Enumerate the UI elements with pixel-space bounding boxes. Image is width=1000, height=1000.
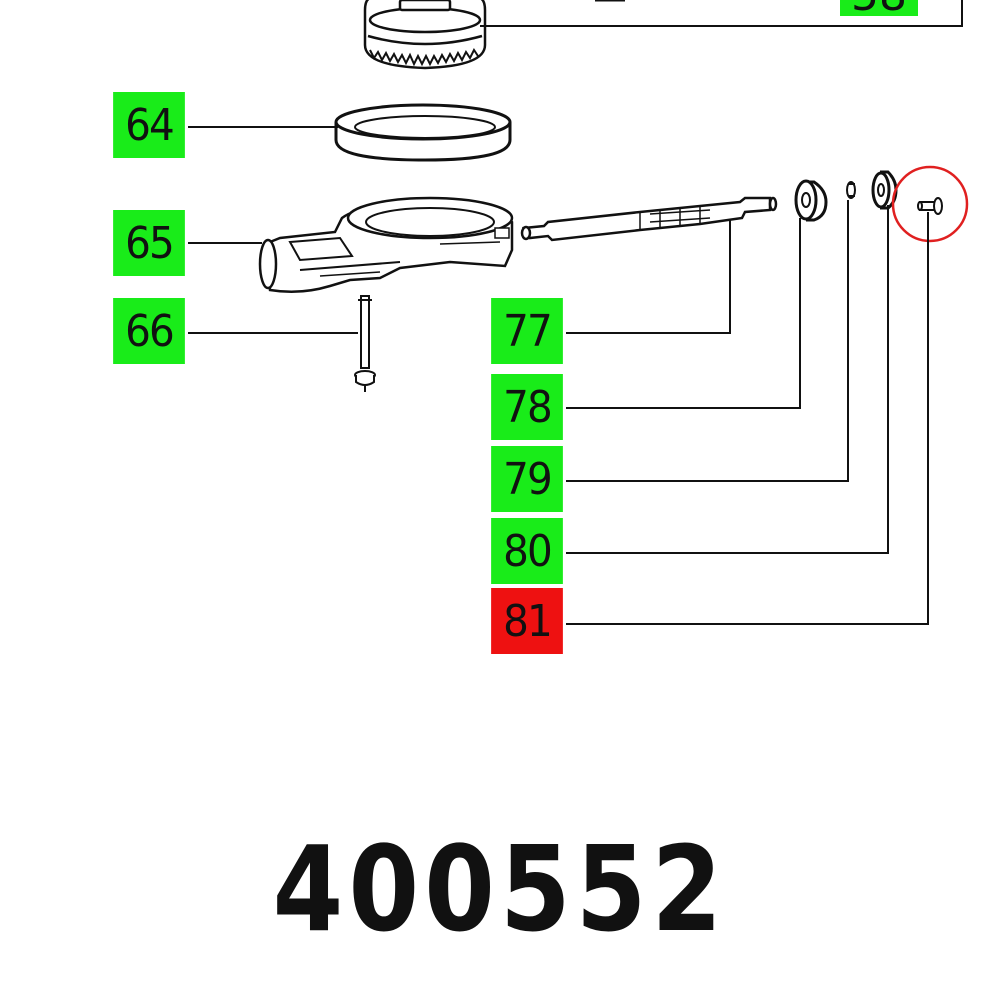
callout-label: 77 bbox=[503, 305, 553, 357]
screw-part bbox=[354, 295, 376, 392]
ring-seal-part bbox=[334, 103, 512, 162]
retaining-ring-part bbox=[846, 181, 856, 199]
callout-label: 78 bbox=[503, 381, 553, 433]
leader-lines bbox=[188, 126, 929, 625]
callout-label: 66 bbox=[125, 305, 175, 357]
callout-66[interactable]: 66 bbox=[113, 298, 185, 364]
part-number: 400552 bbox=[272, 820, 728, 958]
highlight-circle bbox=[891, 165, 969, 243]
leader-line-78 bbox=[566, 218, 801, 409]
leader-line-80 bbox=[566, 205, 889, 554]
leader-line-top bbox=[480, 0, 963, 27]
callout-label: 65 bbox=[125, 217, 175, 269]
callout-label: 80 bbox=[503, 525, 553, 577]
callout-label: 64 bbox=[125, 99, 175, 151]
bearing-small-part bbox=[871, 170, 898, 210]
callout-64[interactable]: 64 bbox=[113, 92, 185, 158]
callout-box-partial bbox=[840, 0, 918, 16]
pin-part bbox=[917, 197, 943, 215]
callout-65[interactable]: 65 bbox=[113, 210, 185, 276]
bearing-part bbox=[794, 179, 828, 222]
callout-78[interactable]: 78 bbox=[491, 374, 563, 440]
shaft-part bbox=[520, 196, 778, 242]
callout-81[interactable]: 81 bbox=[491, 588, 563, 654]
callout-label-partial: 58 bbox=[851, 0, 907, 21]
callout-79[interactable]: 79 bbox=[491, 446, 563, 512]
callout-label: 79 bbox=[503, 453, 553, 505]
leader-line-79 bbox=[566, 200, 849, 482]
gear-housing-part bbox=[258, 196, 514, 294]
leader-line-77 bbox=[566, 220, 731, 334]
leader-line-81 bbox=[566, 212, 929, 625]
gear-assembly-part bbox=[363, 0, 487, 70]
callout-label: 81 bbox=[503, 595, 553, 647]
callout-80[interactable]: 80 bbox=[491, 518, 563, 584]
callout-77[interactable]: 77 bbox=[491, 298, 563, 364]
